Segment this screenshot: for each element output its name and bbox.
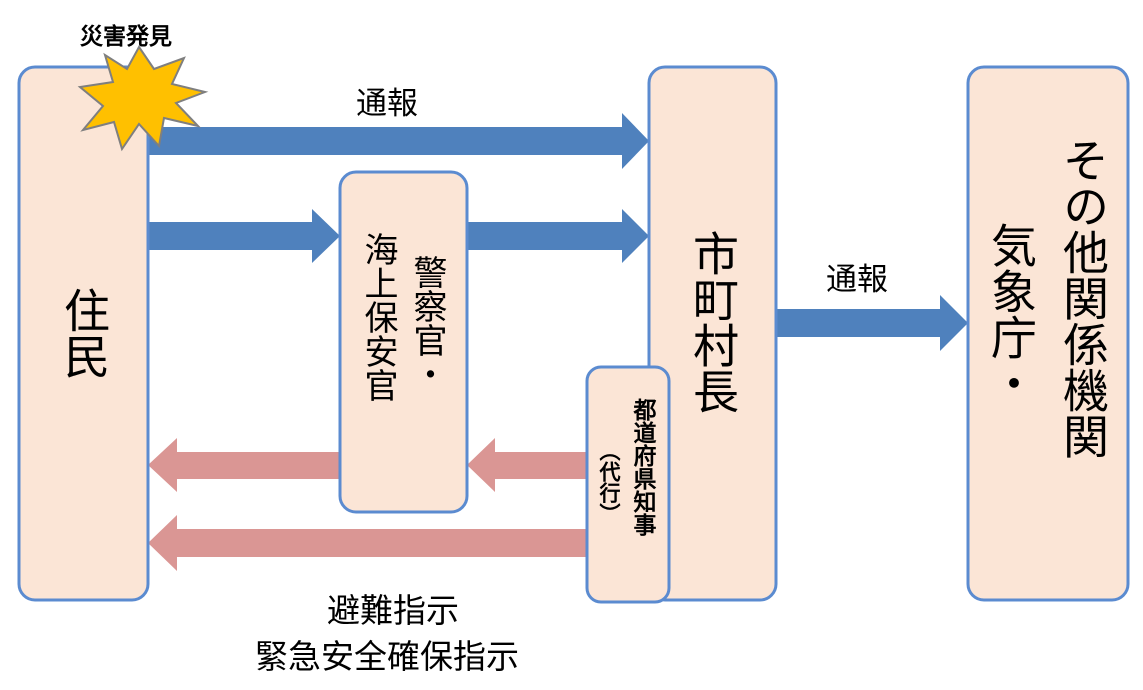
evac-arrow-police-to-residents — [148, 438, 340, 492]
report-arrow-mayor-to-agency — [776, 295, 968, 351]
report-arrow-residents-to-police — [148, 209, 340, 263]
governor-label-col1: 都道府県知事 — [629, 398, 655, 536]
governor-box — [585, 365, 671, 604]
mayor-label: 市町村長 — [686, 230, 740, 414]
report-label-top: 通報 — [356, 86, 418, 122]
police-label-col1: 警察官・ — [407, 255, 447, 391]
evacuation-label-line2: 緊急安全確保指示 — [255, 637, 519, 676]
agency-box — [966, 65, 1130, 602]
report-arrow-residents-to-mayor — [148, 113, 649, 169]
agency-label-col1: その他関係機関 — [1056, 137, 1110, 459]
mayor-box — [647, 65, 778, 602]
report-label-right: 通報 — [826, 262, 888, 298]
police-box — [338, 170, 469, 514]
residents-box — [17, 65, 150, 602]
evacuation-label-line1: 避難指示 — [327, 591, 459, 630]
disaster-burst-icon — [77, 45, 209, 152]
residents-label: 住民 — [57, 287, 111, 379]
agency-label-col2: 気象庁・ — [984, 222, 1038, 406]
evac-arrow-governor-to-police — [467, 438, 587, 492]
governor-label-col2: （代行） — [597, 440, 621, 524]
police-label-col2: 海上保安官 — [358, 232, 398, 402]
evac-arrow-governor-to-residents — [148, 515, 587, 571]
report-arrow-police-to-mayor — [467, 209, 649, 263]
burst-label: 災害発見 — [80, 24, 172, 50]
